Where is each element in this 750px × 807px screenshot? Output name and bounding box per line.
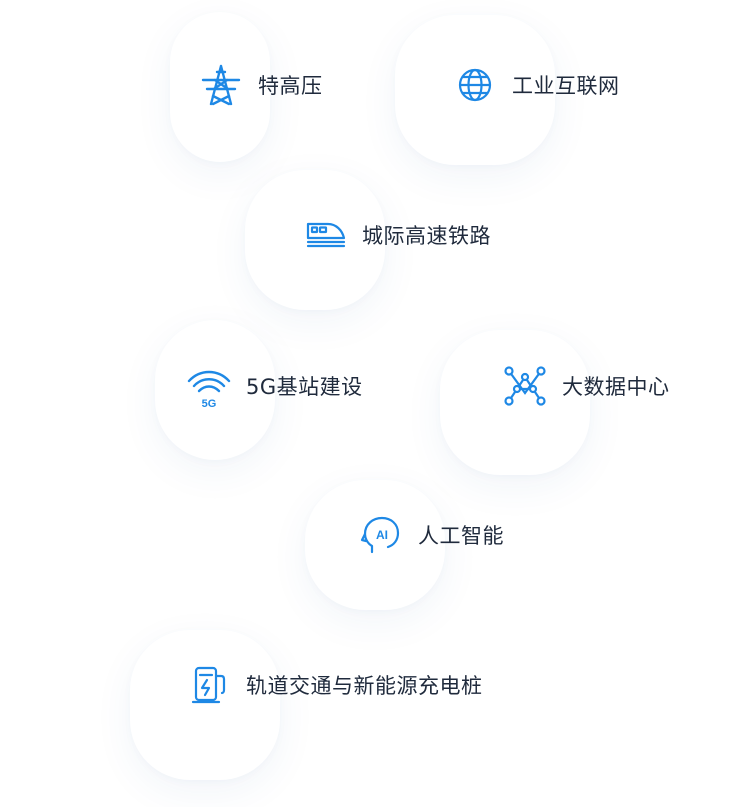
industry-label: 5G基站建设 (246, 375, 363, 399)
card-background (155, 320, 275, 460)
industry-label: 人工智能 (418, 524, 504, 548)
industry-label: 大数据中心 (562, 375, 670, 399)
industry-label: 轨道交通与新能源充电桩 (246, 674, 483, 698)
industry-label: 城际高速铁路 (362, 224, 491, 248)
industry-item-industrial-internet[interactable]: 工业互联网 (452, 55, 620, 115)
svg-text:AI: AI (376, 528, 388, 542)
card-background (440, 330, 590, 475)
industry-label: 特高压 (258, 74, 323, 98)
industry-item-big-data-center[interactable]: 大数据中心 (502, 356, 670, 416)
power-tower-icon (198, 62, 244, 108)
ai-head-icon: AI (358, 512, 404, 558)
card-background (130, 630, 280, 780)
wifi-5g-icon: 5G (186, 363, 232, 409)
svg-text:5G: 5G (202, 398, 217, 409)
network-nodes-icon (502, 363, 548, 409)
train-icon (302, 212, 348, 258)
card-background (245, 170, 385, 310)
industry-item-intercity-rail[interactable]: 城际高速铁路 (302, 205, 491, 265)
industry-item-rail-and-ev-charging[interactable]: 轨道交通与新能源充电桩 (186, 655, 483, 715)
card-background (305, 480, 445, 610)
globe-icon (452, 62, 498, 108)
charging-pile-icon (186, 662, 232, 708)
card-background (395, 15, 555, 165)
industry-item-uhv[interactable]: 特高压 (198, 55, 323, 115)
industry-item-5g-base-station[interactable]: 5G 5G基站建设 (186, 356, 363, 416)
card-background (170, 12, 270, 162)
industry-label: 工业互联网 (512, 74, 620, 98)
industry-item-artificial-intelligence[interactable]: AI 人工智能 (358, 505, 504, 565)
